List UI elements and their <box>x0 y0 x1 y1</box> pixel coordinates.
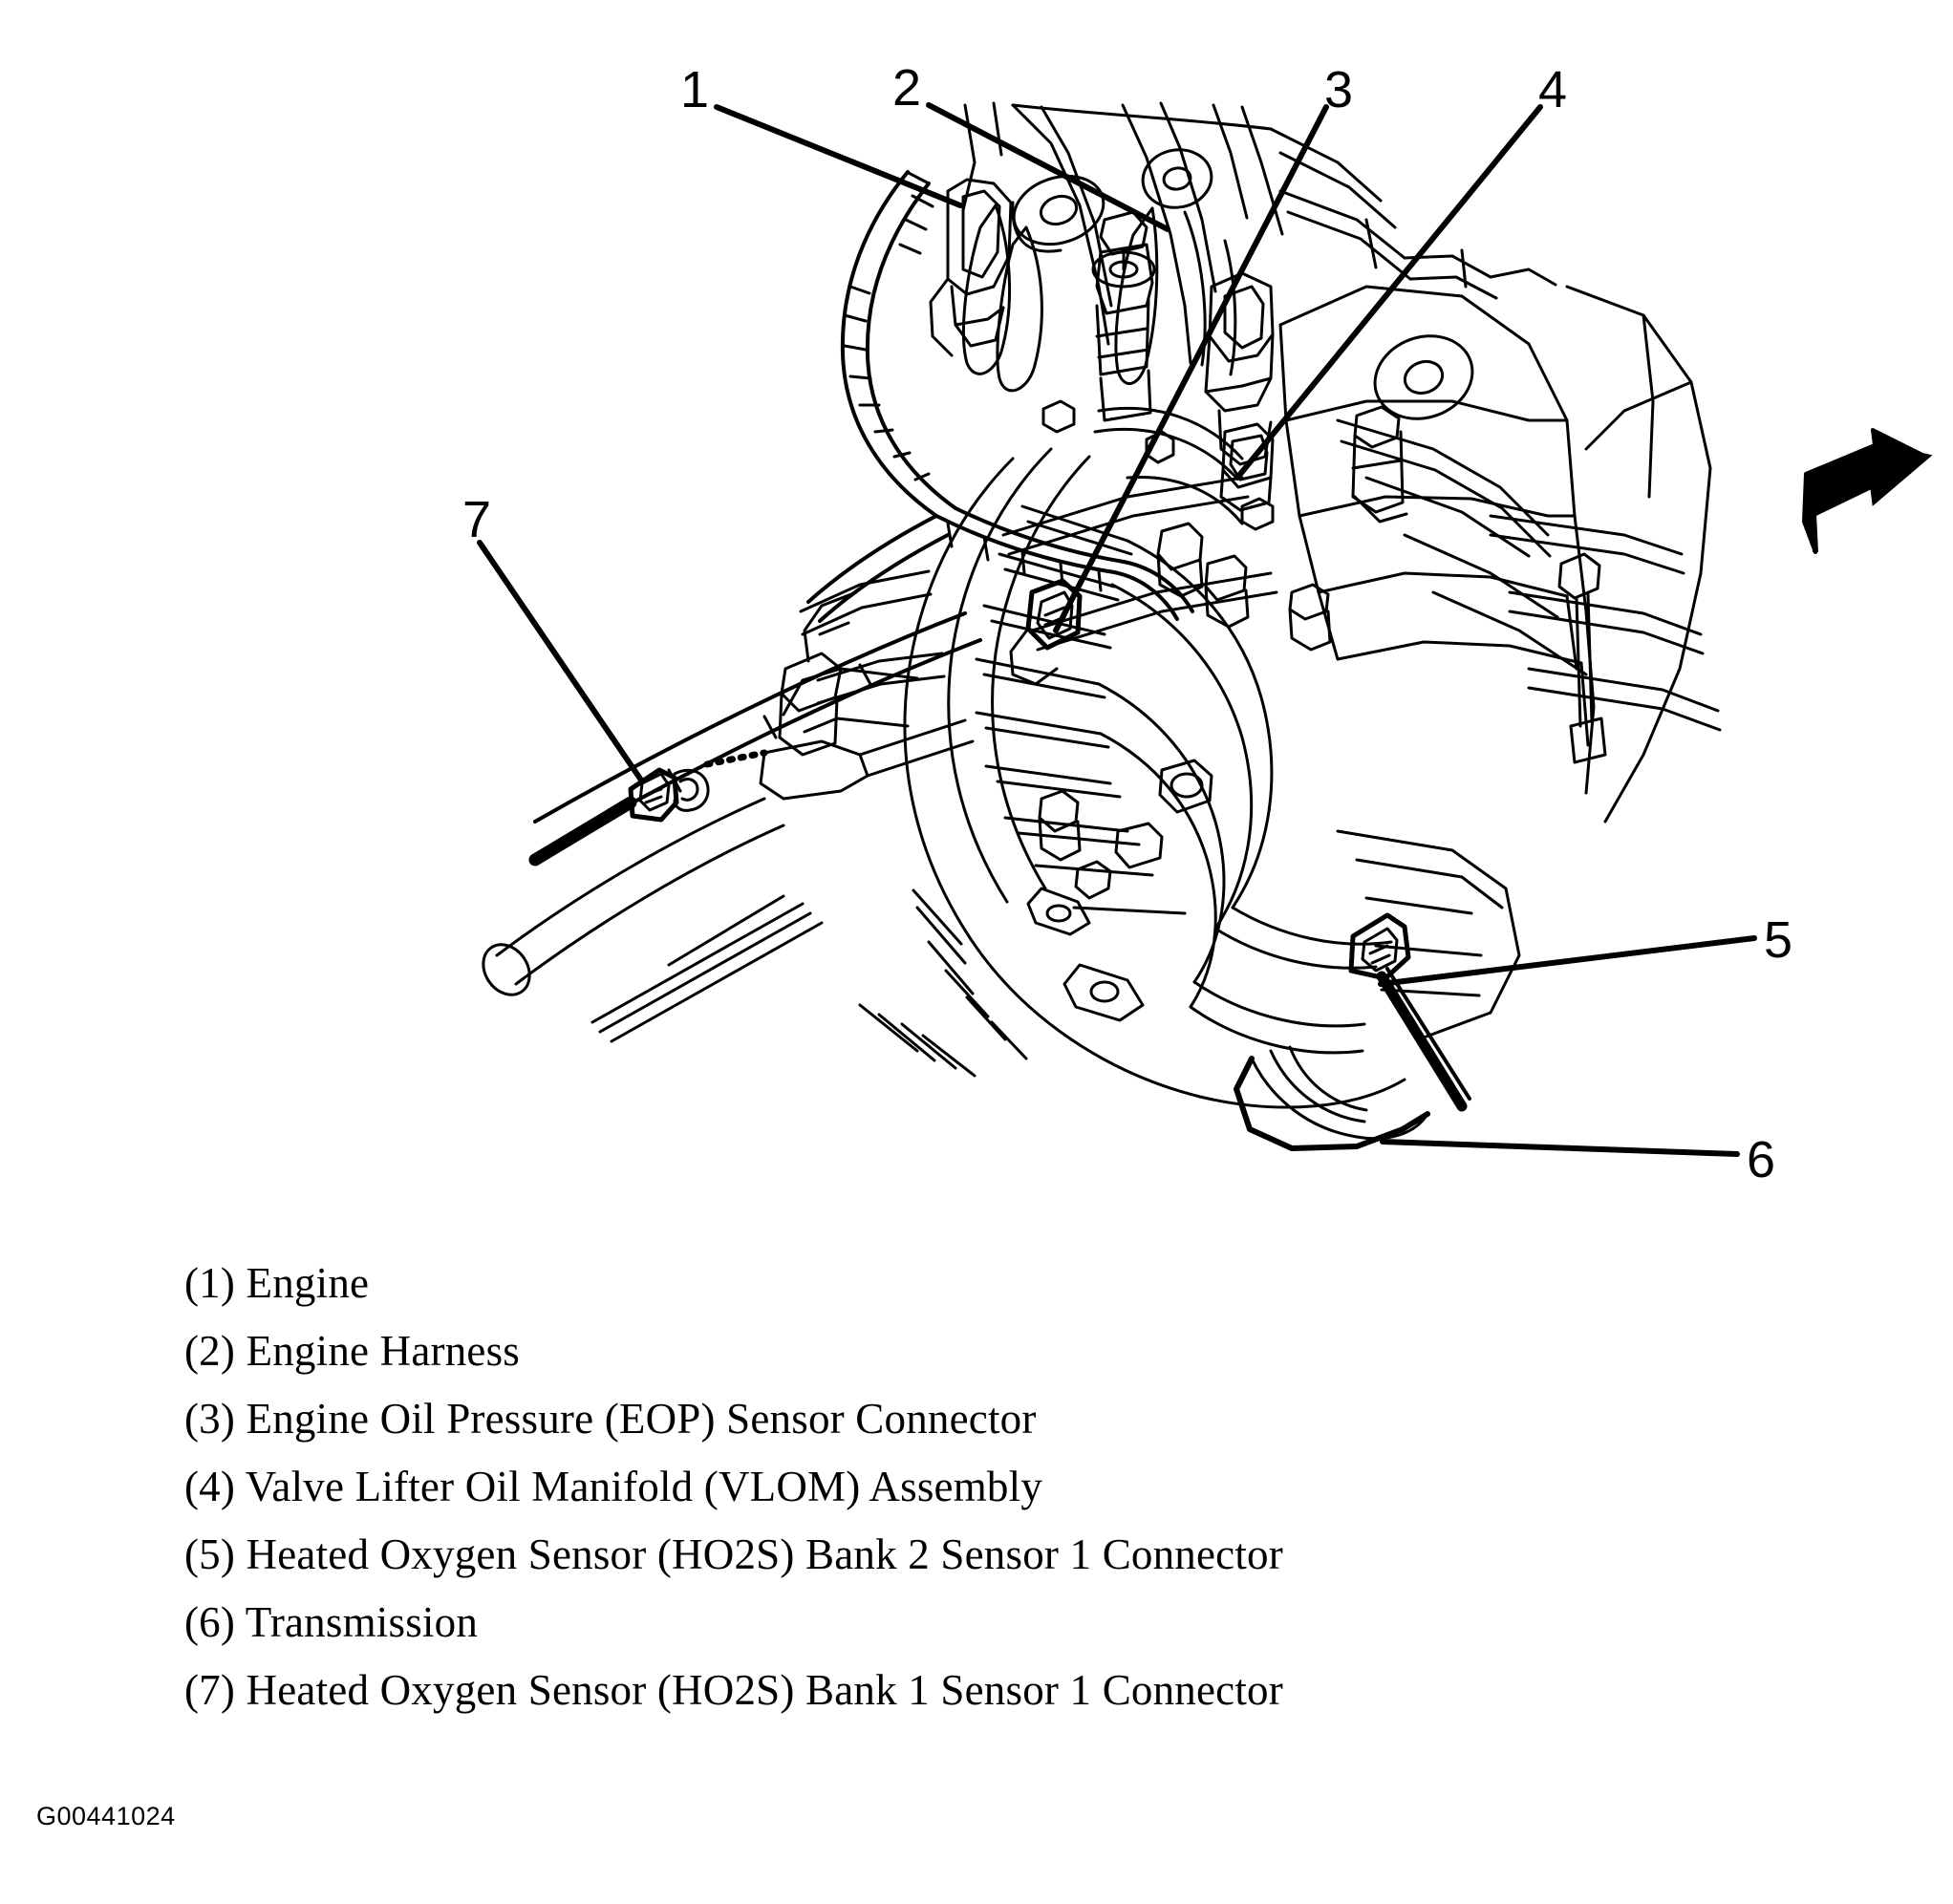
leader-line-6 <box>1380 1139 1740 1157</box>
leader-line-1 <box>714 104 963 208</box>
forward-direction-arrow-icon <box>1802 428 1933 554</box>
legend-item-7: (7) Heated Oxygen Sensor (HO2S) Bank 1 S… <box>184 1657 1809 1724</box>
legend-item-5: (5) Heated Oxygen Sensor (HO2S) Bank 2 S… <box>184 1521 1809 1589</box>
leader-line-4 <box>1234 104 1543 481</box>
legend-label-4: Valve Lifter Oil Manifold (VLOM) Assembl… <box>245 1463 1043 1510</box>
legend-label-2: Engine Harness <box>246 1327 520 1375</box>
legend-number-7: (7) <box>184 1666 236 1714</box>
legend-number-2: (2) <box>184 1327 236 1375</box>
legend-item-2: (2) Engine Harness <box>184 1317 1809 1385</box>
legend-number-3: (3) <box>184 1395 236 1443</box>
legend-label-7: Heated Oxygen Sensor (HO2S) Bank 1 Senso… <box>246 1666 1283 1714</box>
legend-label-5: Heated Oxygen Sensor (HO2S) Bank 2 Senso… <box>246 1530 1283 1578</box>
legend-item-1: (1) Engine <box>184 1250 1809 1317</box>
callout-number-7: 7 <box>462 491 491 548</box>
callout-number-4: 4 <box>1538 61 1567 118</box>
legend-item-4: (4) Valve Lifter Oil Manifold (VLOM) Ass… <box>184 1453 1809 1521</box>
illustration-background <box>0 0 1953 1223</box>
legend-label-1: Engine <box>246 1259 370 1307</box>
legend-label-6: Transmission <box>245 1598 479 1646</box>
legend-item-3: (3) Engine Oil Pressure (EOP) Sensor Con… <box>184 1385 1809 1453</box>
callout-number-3: 3 <box>1324 61 1353 118</box>
legend-number-4: (4) <box>184 1463 236 1510</box>
legend-item-6: (6) Transmission <box>184 1589 1809 1657</box>
mechanical-linework <box>482 101 1722 1151</box>
legend-label-3: Engine Oil Pressure (EOP) Sensor Connect… <box>246 1395 1037 1443</box>
leader-line-2 <box>926 102 1170 232</box>
callout-number-6: 6 <box>1747 1131 1775 1188</box>
legend-number-6: (6) <box>184 1598 236 1646</box>
legend-number-5: (5) <box>184 1530 236 1578</box>
leader-line-5 <box>1378 935 1757 987</box>
engine-transmission-illustration: 1 2 3 4 5 6 7 <box>0 0 1953 1223</box>
callout-number-5: 5 <box>1764 911 1792 969</box>
illustration-svg: 1 2 3 4 5 6 7 <box>0 0 1953 1223</box>
leader-line-7 <box>477 540 645 784</box>
component-legend-list: (1) Engine (2) Engine Harness (3) Engine… <box>184 1250 1809 1724</box>
callout-number-1: 1 <box>680 61 709 118</box>
figure-id-label: G00441024 <box>36 1802 176 1830</box>
callout-numbers: 1 2 3 4 5 6 7 <box>462 59 1792 1188</box>
legend-number-1: (1) <box>184 1259 236 1307</box>
leader-line-3 <box>1053 104 1329 633</box>
callout-leader-lines <box>477 102 1757 1157</box>
callout-number-2: 2 <box>892 59 921 117</box>
